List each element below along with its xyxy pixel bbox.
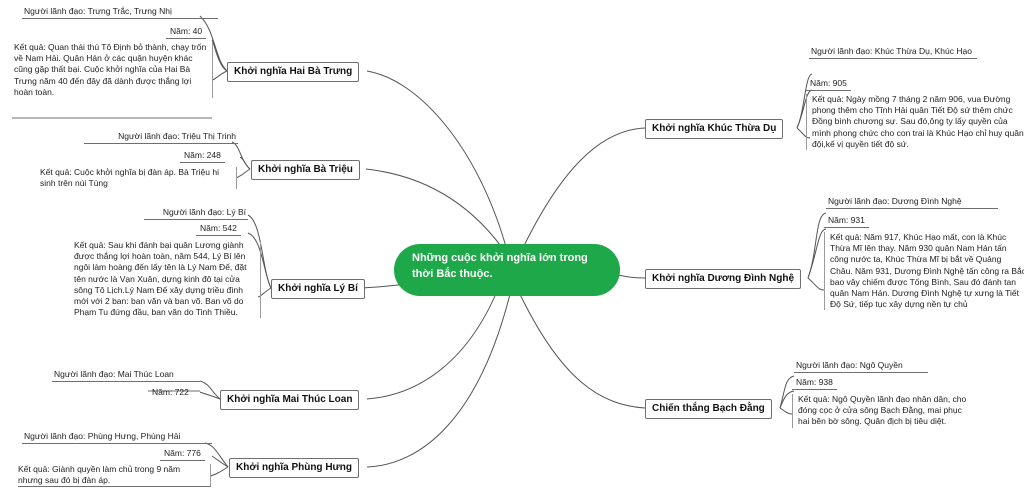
leader-text: Người lãnh đạo: Phùng Hưng, Phùng Hải bbox=[24, 431, 181, 441]
edge-hai-ba-trung bbox=[366, 70, 509, 255]
leader-hai-ba-trung: Người lãnh đạo: Trưng Trắc, Trưng Nhị bbox=[22, 6, 218, 20]
edge-ba-trieu bbox=[365, 168, 509, 257]
year-hai-ba-trung: Năm: 40 bbox=[166, 26, 207, 39]
year-duong-dinh-nghe: Năm: 931 bbox=[824, 215, 869, 228]
year-text: Năm: 776 bbox=[164, 448, 201, 458]
branch-label: Khởi nghĩa Hai Bà Trưng bbox=[234, 66, 353, 77]
branch-label: Khởi nghĩa Khúc Thừa Dụ bbox=[652, 123, 777, 134]
branch-ly-bi[interactable]: Khởi nghĩa Lý Bí bbox=[271, 279, 365, 299]
edge-khuc-thua-du bbox=[519, 127, 646, 255]
leader-ly-bi: Người lãnh đạo: Lý Bí bbox=[144, 207, 248, 221]
leader-phung-hung: Người lãnh đạo: Phùng Hưng, Phùng Hải bbox=[22, 431, 212, 445]
result-bach-dang: Kết quả: Ngô Quyền lãnh đạo nhân dân, ch… bbox=[792, 394, 974, 428]
edge-bach-dang bbox=[515, 285, 646, 409]
branch-label: Chiến thắng Bạch Đằng bbox=[652, 403, 765, 414]
branch-bach-dang[interactable]: Chiến thắng Bạch Đằng bbox=[645, 399, 772, 419]
edge-phung-hung bbox=[366, 285, 513, 468]
branch-khuc-thua-du[interactable]: Khởi nghĩa Khúc Thừa Dụ bbox=[645, 119, 784, 139]
year-khuc-thua-du: Năm: 905 bbox=[806, 78, 851, 91]
leader-khuc-thua-du: Người lãnh đạo: Khúc Thừa Dụ, Khúc Hạo bbox=[809, 46, 977, 60]
leader-text: Người lãnh đạo: Mai Thúc Loan bbox=[54, 369, 174, 379]
leader-bach-dang: Người lãnh đạo: Ngô Quyền bbox=[794, 360, 928, 374]
leader-text: Người lãnh đạo: Lý Bí bbox=[162, 207, 246, 217]
edge-mai-thuc-loan bbox=[366, 283, 501, 400]
result-text: Kết quả: Sau khi đánh bại quân Lương già… bbox=[74, 240, 247, 318]
year-phung-hung: Năm: 776 bbox=[160, 448, 205, 461]
year-ly-bi: Năm: 542 bbox=[196, 223, 241, 236]
branch-ba-trieu[interactable]: Khởi nghĩa Bà Triệu bbox=[251, 160, 360, 180]
year-text: Năm: 542 bbox=[200, 223, 237, 233]
leader-duong-dinh-nghe: Người lãnh đạo: Dương Đình Nghệ bbox=[826, 196, 998, 210]
year-text: Năm: 938 bbox=[796, 377, 833, 387]
leader-text: Người lãnh đạo: Dương Đình Nghệ bbox=[828, 196, 962, 206]
branch-label: Khởi nghĩa Dương Đình Nghệ bbox=[652, 273, 795, 284]
result-text: Kết quả: Cuộc khởi nghĩa bị đàn áp. Bà T… bbox=[40, 167, 219, 189]
year-ba-trieu: Năm: 248 bbox=[180, 150, 225, 163]
result-ly-bi: Kết quả: Sau khi đánh bại quân Lương già… bbox=[74, 240, 261, 319]
leader-text: Người lãnh đạo: Ngô Quyền bbox=[796, 360, 903, 370]
branch-label: Khởi nghĩa Lý Bí bbox=[278, 283, 358, 294]
result-text: Kết quả: Giành quyền làm chủ trong 9 năm… bbox=[18, 464, 181, 486]
leader-text: Người lãnh đạo: Triệu Thị Trinh bbox=[118, 131, 236, 141]
year-text: Năm: 40 bbox=[170, 26, 203, 36]
year-text: Năm: 248 bbox=[184, 150, 221, 160]
branch-mai-thuc-loan[interactable]: Khởi nghĩa Mai Thúc Loan bbox=[220, 390, 360, 410]
central-topic[interactable]: Những cuộc khởi nghĩa lớn trong thời Bắc… bbox=[394, 244, 620, 296]
result-khuc-thua-du: Kết quả: Ngày mồng 7 tháng 2 năm 906, vu… bbox=[806, 94, 1024, 151]
leader-mai-thuc-loan: Người lãnh đạo: Mai Thúc Loan bbox=[52, 369, 200, 383]
branch-phung-hung[interactable]: Khởi nghĩa Phùng Hưng bbox=[229, 458, 360, 478]
result-text: Kết quả: Năm 917, Khúc Hạo mất, con là K… bbox=[830, 232, 1024, 310]
result-text: Kết quả: Quan thái thú Tô Định bỏ thành,… bbox=[14, 42, 207, 97]
leader-text: Người lãnh đạo: Trưng Trắc, Trưng Nhị bbox=[24, 6, 172, 16]
leader-text: Người lãnh đạo: Khúc Thừa Dụ, Khúc Hạo bbox=[811, 46, 972, 56]
result-ba-trieu: Kết quả: Cuộc khởi nghĩa bị đàn áp. Bà T… bbox=[40, 167, 237, 190]
branch-label: Khởi nghĩa Mai Thúc Loan bbox=[227, 394, 353, 405]
result-duong-dinh-nghe: Kết quả: Năm 917, Khúc Hạo mất, con là K… bbox=[824, 232, 1024, 311]
leader-ba-trieu: Người lãnh đạo: Triệu Thị Trinh bbox=[84, 131, 238, 145]
result-hai-ba-trung: Kết quả: Quan thái thú Tô Định bỏ thành,… bbox=[14, 42, 213, 99]
year-text: Năm: 722 bbox=[152, 387, 189, 397]
branch-label: Khởi nghĩa Phùng Hưng bbox=[236, 462, 353, 473]
branch-hai-ba-trung[interactable]: Khởi nghĩa Hai Bà Trưng bbox=[227, 62, 360, 82]
year-mai-thuc-loan: Năm: 722 bbox=[148, 387, 193, 399]
year-text: Năm: 905 bbox=[810, 78, 847, 88]
result-phung-hung: Kết quả: Giành quyền làm chủ trong 9 năm… bbox=[18, 464, 211, 488]
central-topic-label: Những cuộc khởi nghĩa lớn trong thời Bắc… bbox=[412, 252, 588, 280]
result-text: Kết quả: Ngô Quyền lãnh đạo nhân dân, ch… bbox=[798, 394, 967, 427]
result-text: Kết quả: Ngày mồng 7 tháng 2 năm 906, vu… bbox=[812, 94, 1024, 149]
branch-duong-dinh-nghe[interactable]: Khởi nghĩa Dương Đình Nghệ bbox=[645, 269, 802, 289]
branch-label: Khởi nghĩa Bà Triệu bbox=[258, 164, 353, 175]
year-bach-dang: Năm: 938 bbox=[792, 377, 837, 390]
year-text: Năm: 931 bbox=[828, 215, 865, 225]
